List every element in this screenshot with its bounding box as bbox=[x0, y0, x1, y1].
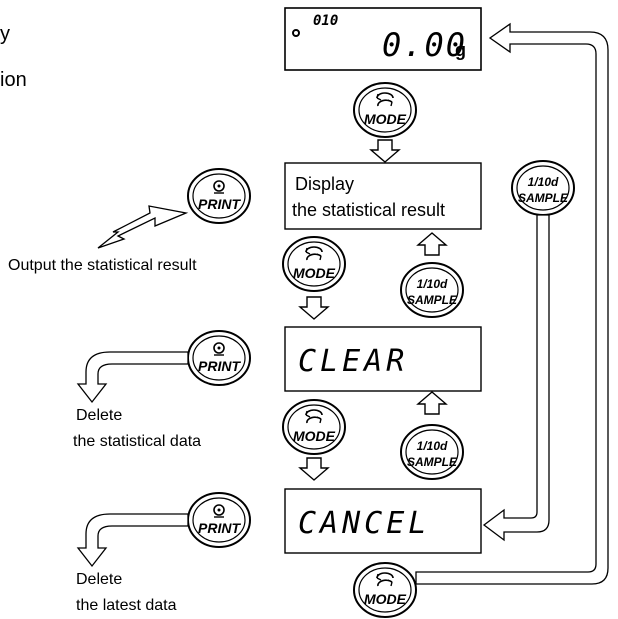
rotate-arrows-icon bbox=[282, 399, 346, 455]
header-fragment-1: y bbox=[0, 23, 10, 45]
hollow-arrow-icon bbox=[415, 22, 609, 585]
stable-indicator-icon bbox=[292, 29, 300, 37]
result-box-line-1: Display bbox=[295, 174, 354, 194]
hollow-arrow-icon bbox=[76, 351, 189, 404]
hollow-arrow-icon bbox=[299, 296, 329, 320]
top-display-unit: g bbox=[455, 40, 466, 60]
clear-display-text: CLEAR bbox=[298, 344, 408, 379]
sample-button-1-top: 1/10d bbox=[528, 175, 559, 189]
sample-button-2[interactable]: 1/10d SAMPLE bbox=[400, 262, 464, 318]
delete-latest-label-2: the latest data bbox=[76, 597, 177, 614]
cancel-display: CANCEL bbox=[284, 488, 482, 554]
mode-button-3-label: MODE bbox=[293, 428, 336, 444]
hollow-arrow-icon bbox=[417, 391, 447, 415]
hollow-arrow-icon bbox=[299, 457, 329, 481]
mode-button-3[interactable]: MODE bbox=[282, 399, 346, 455]
sample-button-1-bottom: SAMPLE bbox=[518, 191, 569, 205]
hollow-arrow-icon bbox=[482, 214, 550, 542]
top-display-code: 010 bbox=[313, 13, 338, 29]
sample-button-3-top: 1/10d bbox=[417, 439, 448, 453]
top-display-value: 0.00 bbox=[382, 26, 467, 64]
hollow-arrow-icon bbox=[76, 513, 189, 568]
rotate-arrows-icon bbox=[282, 236, 346, 292]
lightning-arrow-icon bbox=[97, 205, 189, 249]
mode-button-4-label: MODE bbox=[364, 591, 407, 607]
mode-button-2[interactable]: MODE bbox=[282, 236, 346, 292]
rotate-arrows-icon bbox=[353, 82, 417, 138]
mode-button-4[interactable]: MODE bbox=[353, 562, 417, 618]
output-statistical-result-label: Output the statistical result bbox=[8, 257, 197, 274]
top-display: 010 0.00 g bbox=[284, 7, 482, 71]
rotate-arrows-icon bbox=[353, 562, 417, 618]
print-button-2[interactable]: PRINT bbox=[187, 330, 251, 386]
statistical-result-box: Display the statistical result bbox=[284, 162, 482, 230]
hollow-arrow-icon bbox=[370, 139, 400, 163]
print-button-1-label: PRINT bbox=[198, 196, 241, 212]
sample-button-1[interactable]: 1/10d SAMPLE bbox=[511, 160, 575, 216]
header-fragment-2: ion bbox=[0, 69, 27, 91]
sample-button-2-bottom: SAMPLE bbox=[407, 293, 458, 307]
print-button-3-label: PRINT bbox=[198, 520, 241, 536]
delete-latest-label-1: Delete bbox=[76, 571, 122, 588]
print-button-3[interactable]: PRINT bbox=[187, 492, 251, 548]
mode-button-1-label: MODE bbox=[364, 111, 407, 127]
cancel-display-text: CANCEL bbox=[298, 506, 430, 541]
clear-display: CLEAR bbox=[284, 326, 482, 392]
sample-button-3[interactable]: 1/10d SAMPLE bbox=[400, 424, 464, 480]
sample-button-3-bottom: SAMPLE bbox=[407, 455, 458, 469]
sample-button-2-top: 1/10d bbox=[417, 277, 448, 291]
mode-button-2-label: MODE bbox=[293, 265, 336, 281]
print-button-1[interactable]: PRINT bbox=[187, 168, 251, 224]
result-box-line-2: the statistical result bbox=[292, 200, 445, 220]
delete-stat-label-1: Delete bbox=[76, 407, 122, 424]
print-button-2-label: PRINT bbox=[198, 358, 241, 374]
delete-stat-label-2: the statistical data bbox=[73, 433, 201, 450]
mode-button-1[interactable]: MODE bbox=[353, 82, 417, 138]
hollow-arrow-icon bbox=[417, 232, 447, 256]
